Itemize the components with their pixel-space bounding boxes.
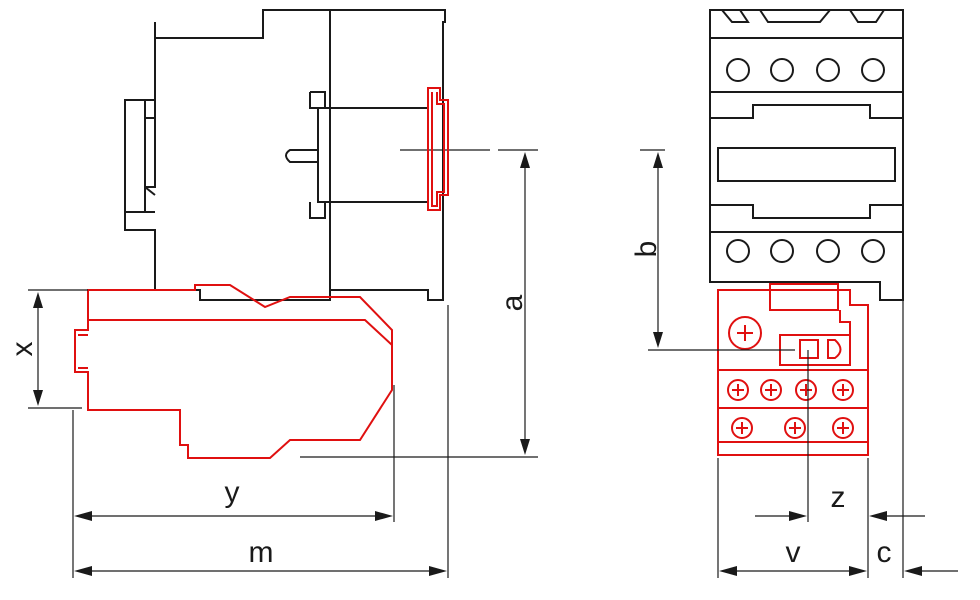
dimension-label-m: m xyxy=(249,536,274,569)
dimension-label-b: b xyxy=(630,241,663,258)
dimension-lines xyxy=(28,149,958,578)
overload-relay-front-view xyxy=(717,283,869,456)
dimension-label-v: v xyxy=(786,536,801,569)
din-rail-clip xyxy=(427,87,449,211)
contactor-front-view xyxy=(709,9,904,301)
dimension-label-z: z xyxy=(831,481,846,514)
overload-relay-side-view xyxy=(74,284,393,459)
dimension-label-c: c xyxy=(877,536,892,569)
dimension-label-y: y xyxy=(225,476,240,509)
dimension-label-x: x xyxy=(6,342,39,357)
contactor-side-view xyxy=(124,9,490,301)
dimension-label-a: a xyxy=(496,294,529,311)
